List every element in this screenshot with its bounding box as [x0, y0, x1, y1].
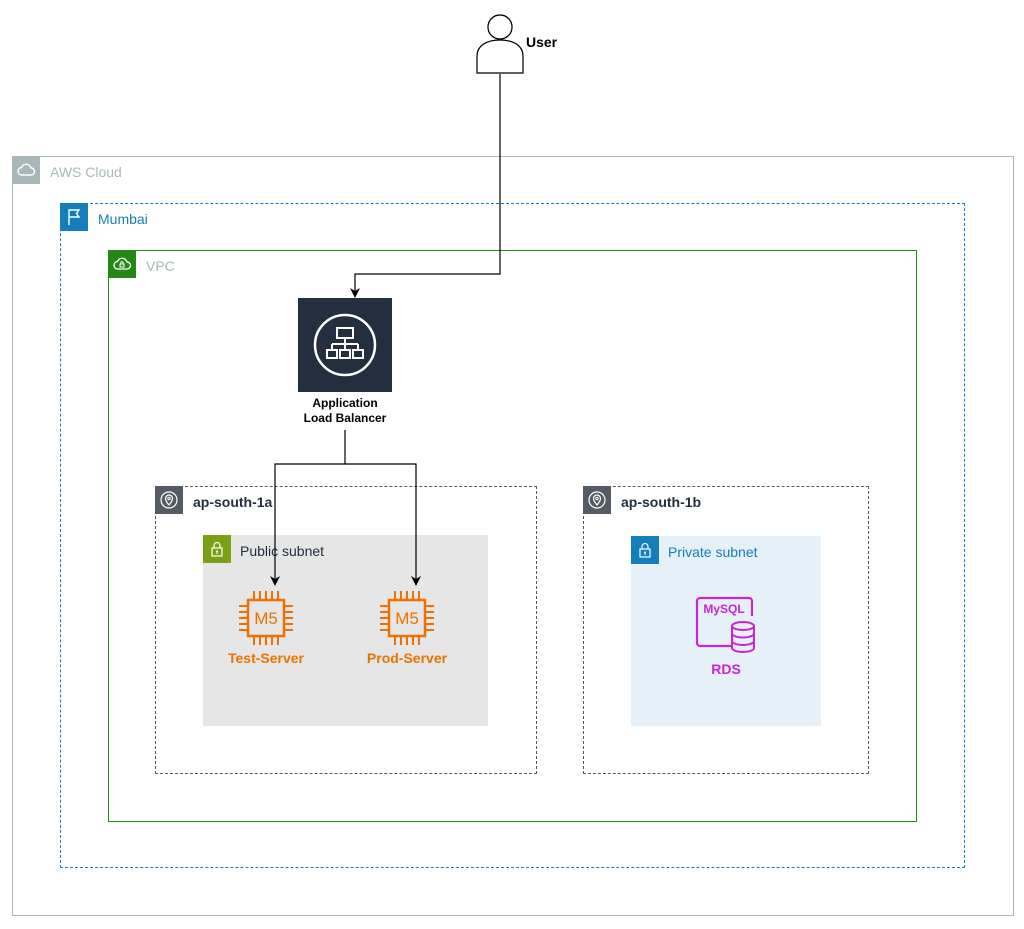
private-subnet-group: Private subnet — [631, 536, 821, 726]
az-b-group: ap-south-1b — [583, 486, 869, 774]
alb-label: Application Load Balancer — [285, 396, 405, 426]
flag-icon — [60, 203, 88, 231]
aws-cloud-label: AWS Cloud — [50, 164, 122, 180]
vpc-group: VPC — [108, 250, 917, 822]
user-icon — [476, 14, 524, 74]
private-subnet-label: Private subnet — [668, 544, 758, 560]
instance-type-text: M5 — [395, 609, 419, 628]
az-a-label: ap-south-1a — [193, 494, 273, 510]
instance-type-text: M5 — [254, 609, 278, 628]
rds-node: MySQL — [694, 596, 758, 654]
test-server-node: M5 — [236, 588, 296, 648]
prod-server-label: Prod-Server — [366, 650, 448, 666]
prod-server-node: M5 — [377, 588, 437, 648]
region-group: Mumbai — [60, 203, 965, 868]
load-balancer-icon — [313, 313, 377, 377]
region-label: Mumbai — [98, 211, 148, 227]
alb-node — [298, 298, 392, 392]
vpc-label: VPC — [146, 258, 175, 274]
lock-icon — [203, 535, 231, 563]
location-icon — [583, 486, 611, 514]
user-node — [476, 12, 524, 74]
test-server-label: Test-Server — [227, 650, 304, 666]
az-b-label: ap-south-1b — [621, 494, 702, 510]
ec2-instance-icon: M5 — [380, 591, 434, 645]
rds-engine-text: MySQL — [703, 602, 744, 616]
vpc-cloud-lock-icon — [108, 250, 136, 278]
rds-mysql-icon: MySQL — [695, 596, 755, 653]
aws-cloud-group: AWS Cloud — [12, 156, 1014, 916]
rds-label: RDS — [711, 661, 741, 677]
public-subnet-label: Public subnet — [240, 543, 325, 559]
ec2-instance-icon: M5 — [239, 591, 293, 645]
location-icon — [155, 486, 183, 514]
user-label: User — [526, 34, 558, 50]
lock-icon — [631, 536, 659, 564]
alb-label-line1: Application — [312, 396, 378, 410]
alb-label-line2: Load Balancer — [303, 411, 387, 425]
cloud-icon — [12, 156, 40, 184]
